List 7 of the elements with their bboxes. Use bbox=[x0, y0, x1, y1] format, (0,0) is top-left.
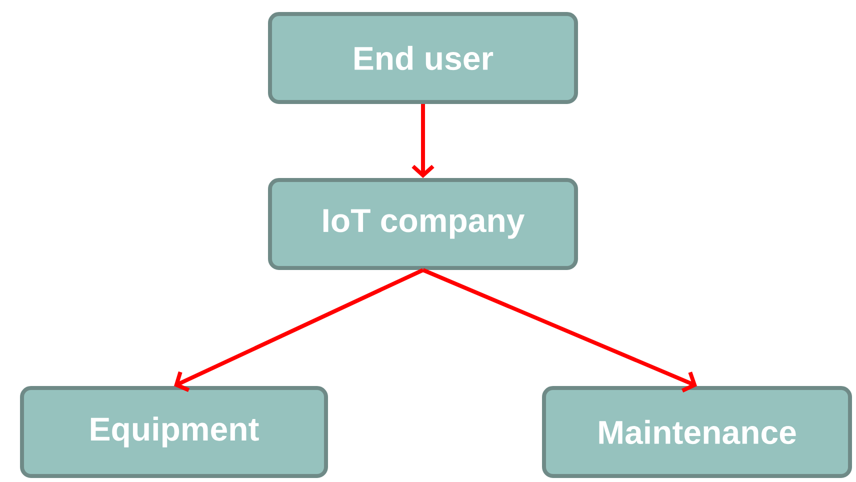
arrow bbox=[422, 268, 698, 392]
arrow bbox=[412, 104, 434, 178]
arrow bbox=[174, 268, 424, 392]
process-box: Maintenance bbox=[542, 386, 852, 478]
process-box: End user bbox=[268, 12, 578, 104]
process-box: Equipment bbox=[20, 386, 328, 478]
process-box: IoT company bbox=[268, 178, 578, 270]
